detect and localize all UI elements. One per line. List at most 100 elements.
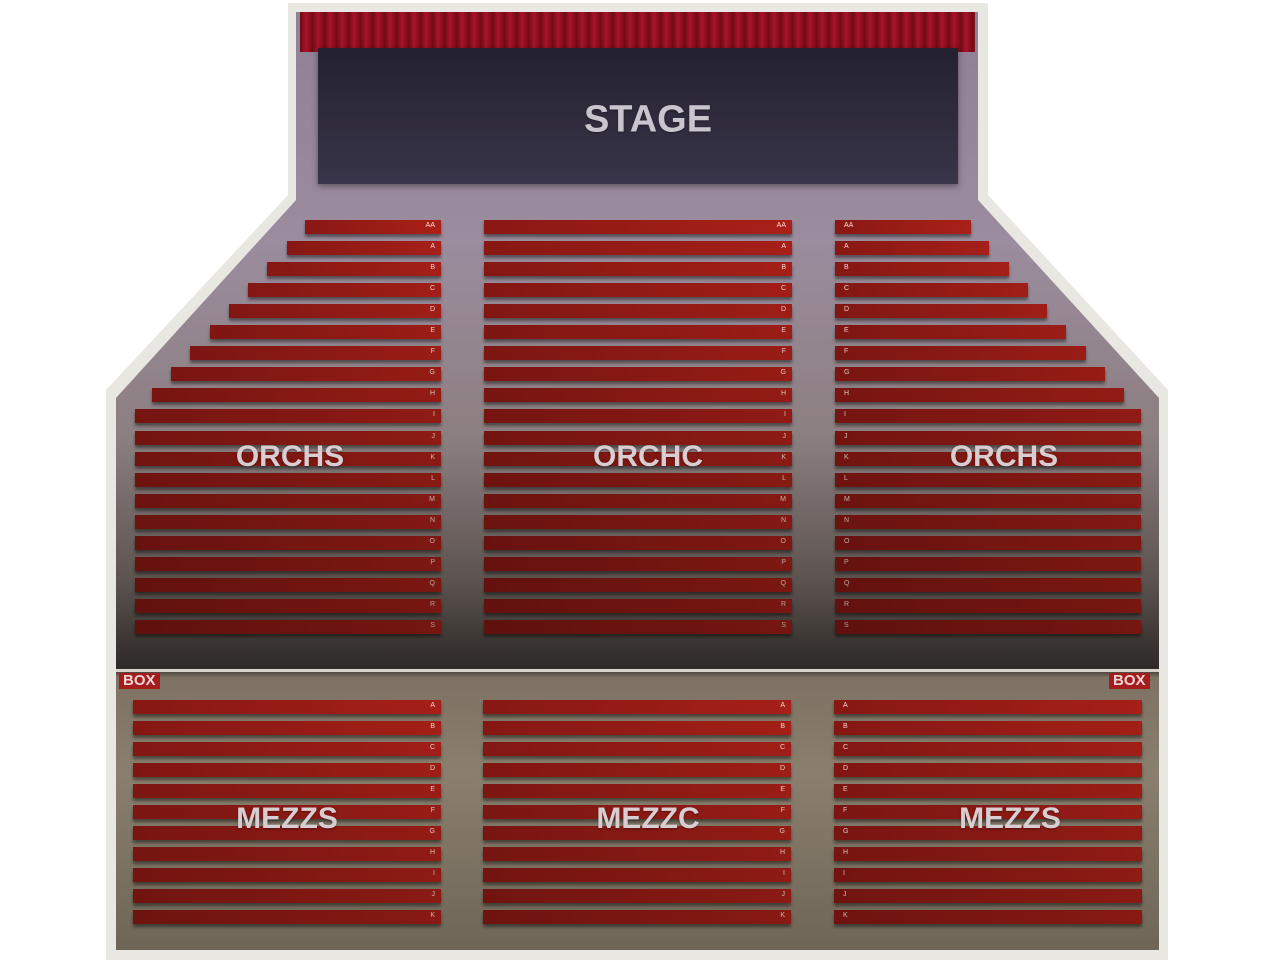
section-mezz-right[interactable]: MEZZS bbox=[959, 802, 1061, 835]
orch-right-row-A[interactable]: A bbox=[835, 241, 989, 256]
orch-left-row-L[interactable]: L bbox=[135, 472, 441, 487]
orch-right-row-Q[interactable]: Q bbox=[835, 577, 1141, 592]
orch-left-row-C[interactable]: C bbox=[248, 283, 441, 298]
box-left[interactable]: BOX bbox=[119, 673, 160, 689]
mezz-right-row-E[interactable]: E bbox=[834, 784, 1142, 798]
mezz-center-row-A[interactable]: A bbox=[483, 700, 791, 714]
orch-left-row-J[interactable]: J bbox=[135, 430, 441, 445]
orch-left-row-G[interactable]: G bbox=[171, 367, 441, 382]
mezz-center-row-H[interactable]: H bbox=[483, 847, 791, 861]
orch-center-row-M[interactable]: M bbox=[484, 493, 792, 508]
orch-left-row-R[interactable]: R bbox=[135, 598, 441, 613]
orch-left-row-D[interactable]: D bbox=[229, 304, 441, 319]
orch-center-row-E[interactable]: E bbox=[484, 325, 792, 340]
orch-center-row-S[interactable]: S bbox=[484, 619, 792, 634]
orch-right-row-C[interactable]: C bbox=[835, 283, 1028, 298]
mezz-center-row-I[interactable]: I bbox=[483, 868, 791, 882]
orch-left-row-O[interactable]: O bbox=[135, 535, 441, 550]
box-right[interactable]: BOX bbox=[1109, 673, 1150, 689]
orch-center-row-AA[interactable]: AA bbox=[484, 220, 792, 234]
mezz-center-row-C[interactable]: C bbox=[483, 742, 791, 756]
mezz-center-row-E[interactable]: E bbox=[483, 784, 791, 798]
mezz-center-row-D[interactable]: D bbox=[483, 763, 791, 777]
orch-left-row-N[interactable]: N bbox=[135, 514, 441, 529]
orch-center-row-B[interactable]: B bbox=[484, 262, 792, 277]
orch-left-row-AA[interactable]: AA bbox=[305, 220, 441, 234]
orch-center-row-O[interactable]: O bbox=[484, 535, 792, 550]
mezz-right-row-J[interactable]: J bbox=[834, 889, 1142, 903]
mezz-right-row-F[interactable]: F bbox=[834, 805, 1142, 819]
orch-left-row-M[interactable]: M bbox=[135, 493, 441, 508]
orch-right-row-O[interactable]: O bbox=[835, 535, 1141, 550]
orch-right-row-R[interactable]: R bbox=[835, 598, 1141, 613]
section-mezz-left[interactable]: MEZZS bbox=[236, 802, 338, 835]
mezz-center-row-G[interactable]: G bbox=[483, 826, 791, 840]
mezz-left-row-G[interactable]: G bbox=[133, 826, 441, 840]
mezz-left-row-J[interactable]: J bbox=[133, 889, 441, 903]
mezz-right-row-A[interactable]: A bbox=[834, 700, 1142, 714]
orch-right-row-N[interactable]: N bbox=[835, 514, 1141, 529]
mezz-left-row-A[interactable]: A bbox=[133, 700, 441, 714]
mezz-left-row-F[interactable]: F bbox=[133, 805, 441, 819]
orch-center-row-C[interactable]: C bbox=[484, 283, 792, 298]
orch-left-row-H[interactable]: H bbox=[152, 388, 441, 403]
orch-right-row-P[interactable]: P bbox=[835, 556, 1141, 571]
mezz-right-row-H[interactable]: H bbox=[834, 847, 1142, 861]
orch-center-row-D[interactable]: D bbox=[484, 304, 792, 319]
orch-left-row-A[interactable]: A bbox=[287, 241, 441, 256]
orch-left-row-K[interactable]: K bbox=[135, 451, 441, 466]
orch-center-row-K[interactable]: K bbox=[484, 451, 792, 466]
orch-center-row-I[interactable]: I bbox=[484, 409, 792, 424]
orch-center-row-P[interactable]: P bbox=[484, 556, 792, 571]
mezz-left-row-C[interactable]: C bbox=[133, 742, 441, 756]
mezz-center-row-J[interactable]: J bbox=[483, 889, 791, 903]
orch-right-row-M[interactable]: M bbox=[835, 493, 1141, 508]
orch-left-row-P[interactable]: P bbox=[135, 556, 441, 571]
mezz-center-row-K[interactable]: K bbox=[483, 910, 791, 924]
orch-right-row-F[interactable]: F bbox=[835, 346, 1086, 361]
mezz-left-row-H[interactable]: H bbox=[133, 847, 441, 861]
orch-center-row-H[interactable]: H bbox=[484, 388, 792, 403]
mezz-left-row-E[interactable]: E bbox=[133, 784, 441, 798]
section-orch-left[interactable]: ORCHS bbox=[235, 440, 345, 473]
mezz-left-row-I[interactable]: I bbox=[133, 868, 441, 882]
orch-left-row-F[interactable]: F bbox=[190, 346, 441, 361]
section-orch-right[interactable]: ORCHS bbox=[949, 440, 1059, 473]
orch-right-row-G[interactable]: G bbox=[835, 367, 1105, 382]
mezz-left-row-B[interactable]: B bbox=[133, 721, 441, 735]
section-orch-center[interactable]: ORCHC bbox=[593, 440, 703, 473]
orch-right-row-H[interactable]: H bbox=[835, 388, 1124, 403]
mezz-right-row-G[interactable]: G bbox=[834, 826, 1142, 840]
mezz-right-row-D[interactable]: D bbox=[834, 763, 1142, 777]
orch-right-row-J[interactable]: J bbox=[835, 430, 1141, 445]
orch-center-row-N[interactable]: N bbox=[484, 514, 792, 529]
orch-right-row-D[interactable]: D bbox=[835, 304, 1047, 319]
mezz-right-row-B[interactable]: B bbox=[834, 721, 1142, 735]
orch-right-row-B[interactable]: B bbox=[835, 262, 1009, 277]
orch-left-row-E[interactable]: E bbox=[210, 325, 441, 340]
orch-center-row-A[interactable]: A bbox=[484, 241, 792, 256]
orch-center-row-J[interactable]: J bbox=[484, 430, 792, 445]
orch-center-row-R[interactable]: R bbox=[484, 598, 792, 613]
mezz-center-row-F[interactable]: F bbox=[483, 805, 791, 819]
orch-left-row-Q[interactable]: Q bbox=[135, 577, 441, 592]
orch-left-row-S[interactable]: S bbox=[135, 619, 441, 634]
orch-right-row-AA[interactable]: AA bbox=[835, 220, 971, 234]
mezz-left-row-D[interactable]: D bbox=[133, 763, 441, 777]
mezz-right-row-I[interactable]: I bbox=[834, 868, 1142, 882]
orch-right-row-I[interactable]: I bbox=[835, 409, 1141, 424]
orch-center-row-G[interactable]: G bbox=[484, 367, 792, 382]
orch-left-row-I[interactable]: I bbox=[135, 409, 441, 424]
orch-center-row-L[interactable]: L bbox=[484, 472, 792, 487]
mezz-left-row-K[interactable]: K bbox=[133, 910, 441, 924]
orch-right-row-S[interactable]: S bbox=[835, 619, 1141, 634]
orch-center-row-Q[interactable]: Q bbox=[484, 577, 792, 592]
section-mezz-center[interactable]: MEZZC bbox=[596, 802, 700, 835]
mezz-center-row-B[interactable]: B bbox=[483, 721, 791, 735]
orch-right-row-K[interactable]: K bbox=[835, 451, 1141, 466]
orch-right-row-L[interactable]: L bbox=[835, 472, 1141, 487]
orch-center-row-F[interactable]: F bbox=[484, 346, 792, 361]
orch-left-row-B[interactable]: B bbox=[267, 262, 441, 277]
mezz-right-row-K[interactable]: K bbox=[834, 910, 1142, 924]
mezz-right-row-C[interactable]: C bbox=[834, 742, 1142, 756]
